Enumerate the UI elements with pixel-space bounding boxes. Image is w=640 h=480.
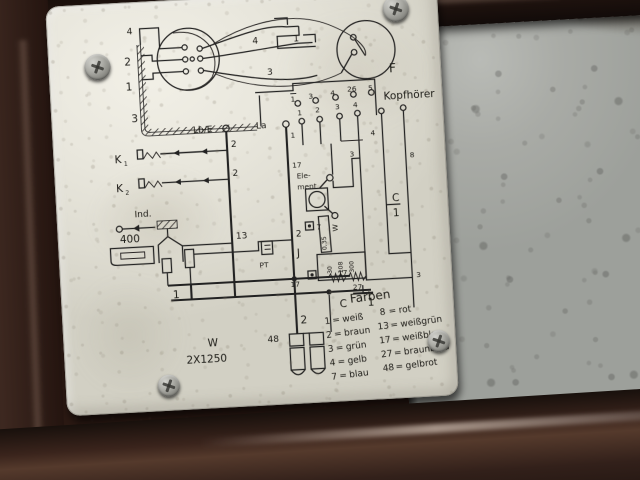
- hp-top-26: 26: [347, 84, 357, 94]
- dial-lead-4: 4: [252, 36, 259, 46]
- top-terminal-1: 1: [125, 81, 132, 93]
- res-value-108: 108: [337, 261, 345, 273]
- cap-value-035: 0,35: [321, 236, 329, 250]
- res-value-30: 30: [327, 266, 334, 274]
- right-terminal-8: 8: [409, 150, 414, 159]
- cap-value-W: W: [330, 223, 339, 231]
- legend-c1-sep-5: =: [339, 371, 348, 382]
- inductor-value: 400: [120, 233, 141, 246]
- legend-c2-sep-5: =: [395, 362, 404, 373]
- bell-terminal-2: 2: [300, 314, 307, 326]
- legend-c1-code-4: 4: [329, 358, 336, 369]
- legend-c1-sep-1: =: [332, 315, 341, 326]
- legend-c1-sep-3: =: [335, 343, 344, 354]
- element-label-line1: Ele-: [296, 171, 311, 181]
- legend-c2-color-1: rot: [398, 304, 412, 316]
- dial-lead-1: 1: [293, 34, 299, 44]
- terminal-la-label: La: [256, 121, 267, 132]
- hp-top-4: 4: [330, 88, 335, 97]
- legend-c2-color-5: gelbrot: [405, 358, 438, 372]
- legend-c2-code-3: 17: [379, 335, 392, 346]
- bottom-branch-17: 17: [338, 268, 348, 278]
- k1-terminal-2: 2: [231, 140, 237, 150]
- dial-lead-3: 3: [267, 68, 273, 78]
- key-k2-label: K: [116, 183, 125, 195]
- bell-terminal-48: 48: [267, 335, 279, 346]
- res-value-300: 300: [348, 261, 356, 273]
- junction-j-label: J: [296, 247, 301, 259]
- pt-terminal-13: 13: [236, 231, 248, 242]
- legend-c1-color-2: braun: [344, 326, 371, 339]
- top-terminal-2: 2: [124, 56, 131, 68]
- top-terminal-4: 4: [126, 27, 133, 37]
- magneto-label-F: F: [389, 61, 397, 75]
- hp-bot-3: 3: [335, 102, 340, 111]
- hp-top-1: 1: [290, 95, 295, 104]
- bell-rating: 2X1250: [186, 353, 227, 367]
- top-terminal-3: 3: [131, 113, 138, 125]
- element-17-left: 17: [292, 160, 302, 170]
- terminal-lb-e-label: Lb/E: [193, 125, 213, 136]
- legend-c2-sep-4: =: [393, 348, 402, 359]
- cond-tag-27: 27: [353, 282, 363, 292]
- pt-right-terminal-2: 2: [296, 229, 302, 239]
- legend-c2-code-5: 48: [382, 363, 395, 374]
- legend-c2-sep-2: =: [390, 320, 399, 331]
- key-k1-sub: 1: [124, 161, 128, 168]
- hp-bot-2: 2: [315, 105, 320, 114]
- inductor-label: Ind.: [134, 209, 151, 220]
- legend-c2-sep-3: =: [392, 334, 401, 345]
- legend-c1-code-1: 1: [324, 317, 331, 328]
- terminal-17-low: 17: [290, 280, 300, 290]
- bottom-branch-1: 1: [173, 289, 180, 301]
- key-k2-sub: 2: [125, 190, 129, 197]
- bell-label-w: W: [207, 337, 219, 350]
- legend-c1-color-3: grün: [345, 340, 367, 352]
- kopfhoerer-label: Kopfhörer: [383, 88, 435, 103]
- cond-1-upper: 1: [393, 207, 400, 219]
- cond-c-upper: C: [392, 192, 400, 204]
- legend-c1-code-2: 2: [326, 330, 333, 341]
- pt-label: PT: [259, 260, 269, 269]
- right-terminal-4: 4: [370, 128, 375, 137]
- legend-c1-sep-4: =: [337, 357, 346, 368]
- legend-c1-sep-2: =: [334, 329, 343, 340]
- legend-c1-color-1: weiß: [342, 312, 364, 325]
- legend-c2-sep-1: =: [388, 306, 397, 317]
- right-terminal-3: 3: [349, 149, 354, 158]
- hp-top-3: 3: [308, 92, 313, 101]
- legend-c2-code-2: 13: [377, 321, 390, 332]
- key-k1-label: K: [114, 154, 123, 166]
- legend-c1-color-4: gelb: [347, 354, 368, 366]
- k2-terminal-2: 2: [232, 169, 238, 179]
- wiring-schematic-drawing: 4 2 1 3 4 1 3 F: [109, 17, 450, 383]
- instruction-plate: 4 2 1 3 4 1 3 F: [45, 0, 462, 424]
- legend-c1-code-5: 7: [331, 372, 338, 383]
- legend-title: Farben: [349, 287, 391, 306]
- legend-c2-color-2: weißgrün: [400, 315, 443, 330]
- hp-bot-1: 1: [297, 108, 302, 117]
- legend-c2-code-1: 8: [379, 308, 386, 319]
- right-terminal-3b: 3: [416, 270, 421, 279]
- hp-top-5: 5: [368, 83, 373, 92]
- cond-c-lower: C: [339, 298, 347, 310]
- legend-c1-code-3: 3: [327, 344, 334, 355]
- plate-enamel-surface: 4 2 1 3 4 1 3 F: [45, 0, 459, 417]
- la-terminal-1: 1: [290, 131, 295, 140]
- cond-1-lower: 1: [367, 297, 374, 309]
- element-label-line2: ment: [297, 181, 317, 191]
- legend-c2-code-4: 27: [381, 349, 394, 360]
- hp-bot-4: 4: [353, 100, 358, 109]
- legend-c1-color-5: blau: [349, 368, 370, 380]
